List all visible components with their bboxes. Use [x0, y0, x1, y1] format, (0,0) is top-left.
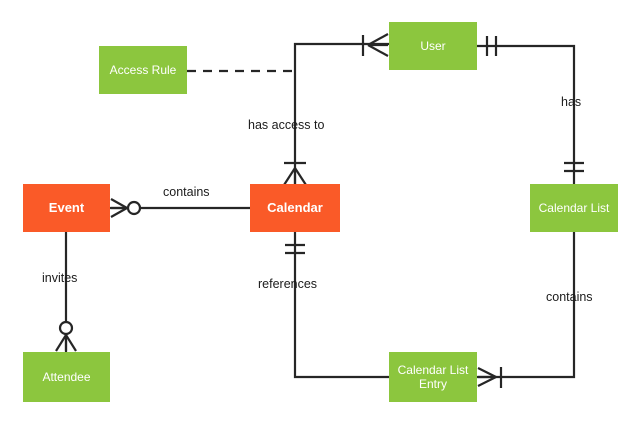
cardinality-event-contains-zero-or-many	[110, 198, 142, 218]
relationship-label-contains-event-calendar: contains	[163, 185, 210, 199]
entity-calendar[interactable]: Calendar	[250, 184, 340, 232]
relationship-label-has: has	[561, 95, 582, 109]
cardinality-user-has-exactly-one	[485, 36, 498, 56]
entity-attendee[interactable]: Attendee	[23, 352, 110, 402]
cardinality-attendee-invites-zero-or-many	[55, 320, 77, 352]
cardinality-calendar-has-access-one-or-many	[283, 161, 307, 186]
entity-event[interactable]: Event	[23, 184, 110, 232]
relationship-label-references: references	[258, 277, 318, 291]
connector-references	[293, 232, 389, 379]
cardinality-user-has-access-one-or-many	[361, 33, 389, 57]
entity-user[interactable]: User	[389, 22, 477, 70]
connector-has	[477, 44, 576, 184]
cardinality-calendar-list-entry-contains-one-or-many	[477, 367, 503, 388]
relationship-label-contains-list-entry: contains	[546, 290, 593, 304]
connector-contains-list-entry	[477, 232, 576, 379]
connector-has-access-to	[293, 42, 389, 184]
entity-calendar-list[interactable]: Calendar List	[530, 184, 618, 232]
cardinality-calendar-references-exactly-one	[285, 243, 305, 255]
relationship-label-invites: invites	[42, 271, 78, 285]
relationship-label-has-access-to: has access to	[248, 118, 325, 132]
entity-access-rule[interactable]: Access Rule	[99, 46, 187, 94]
cardinality-calendar-list-has-exactly-one	[564, 161, 584, 173]
entity-calendar-list-entry[interactable]: Calendar List Entry	[389, 352, 477, 402]
